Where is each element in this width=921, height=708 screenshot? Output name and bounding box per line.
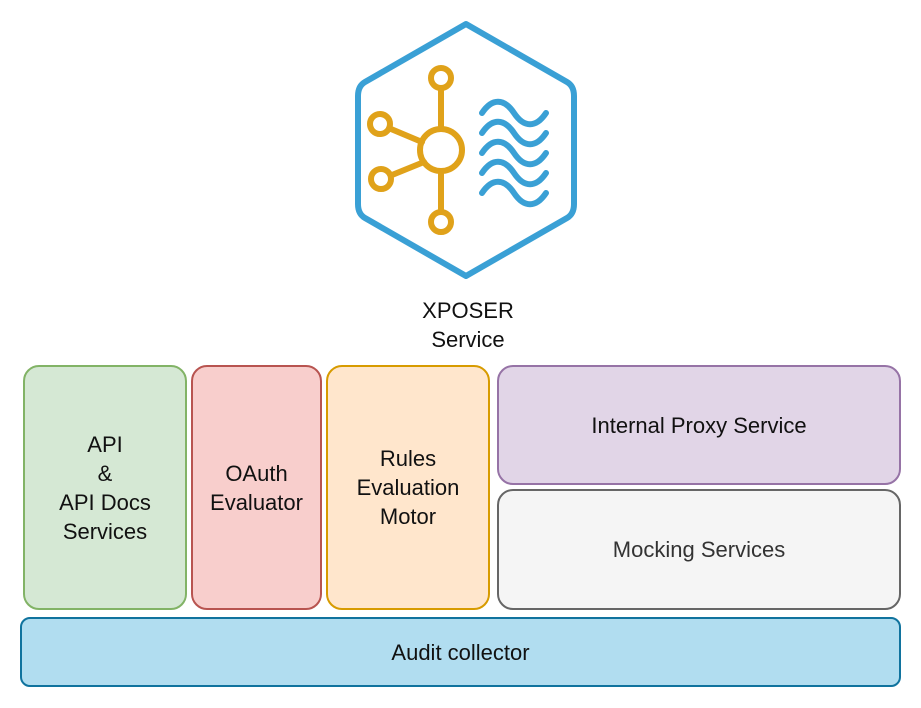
api-box-line-1: API <box>87 431 123 457</box>
xposer-logo-icon <box>355 21 577 279</box>
oauth-evaluator-box: OAuth Evaluator <box>191 365 322 610</box>
service-title-line-1: XPOSER <box>422 298 514 323</box>
mocking-services-box: Mocking Services <box>497 489 901 610</box>
proxy-box-label: Internal Proxy Service <box>591 412 807 438</box>
hub-icon <box>367 65 465 235</box>
logo-hexagon-outline <box>355 21 577 279</box>
rules-box-line-1: Rules <box>379 446 437 471</box>
waves-icon <box>479 98 549 208</box>
rules-box-line-3: Motor <box>379 504 437 529</box>
oauth-box-line-2: Evaluator <box>210 489 303 515</box>
mocking-box-label: Mocking Services <box>612 537 786 562</box>
internal-proxy-service-box: Internal Proxy Service <box>497 365 901 485</box>
audit-collector-box: Audit collector <box>20 617 901 687</box>
api-docs-services-box: API & API Docs Services <box>23 365 187 610</box>
audit-box-label: Audit collector <box>391 639 530 665</box>
rules-evaluation-motor-box: Rules Evaluation Motor <box>326 365 490 610</box>
service-title: XPOSER Service <box>368 296 568 354</box>
rules-box-line-2: Evaluation <box>356 475 460 500</box>
service-title-line-2: Service <box>431 327 505 352</box>
api-box-line-3: API Docs <box>59 489 151 515</box>
api-box-line-4: Services <box>62 518 148 544</box>
oauth-box-line-1: OAuth <box>225 460 288 486</box>
api-box-line-2: & <box>97 460 113 486</box>
